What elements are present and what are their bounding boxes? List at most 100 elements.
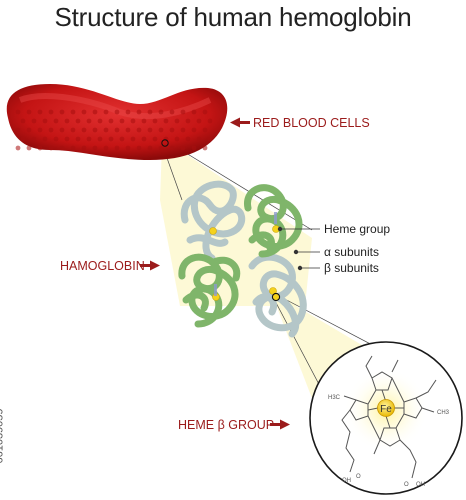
cell-texture-dot (59, 127, 65, 133)
cell-texture-dot (191, 127, 197, 133)
cell-texture-dot (53, 136, 59, 142)
cell-texture-dot (207, 118, 213, 124)
carboxyl-o-left: O (356, 474, 361, 480)
cell-texture-dot (169, 145, 175, 151)
cell-texture-dot (114, 145, 120, 151)
cell-texture-dot (103, 109, 109, 115)
cell-texture-dot (185, 118, 191, 124)
cell-texture-dot (15, 109, 21, 115)
label-red-blood-cells: RED BLOOD CELLS (253, 116, 370, 130)
cell-texture-dot (53, 118, 59, 124)
cell-texture-dot (81, 127, 87, 133)
iron-atom-label: Fe (380, 404, 392, 415)
carboxyl-o-right: O (404, 482, 409, 488)
heme-zoom-point (271, 292, 281, 302)
cell-texture-dot (125, 145, 131, 151)
heme-molecule-zoom: Fe H3C CH3 OH OH O O (309, 341, 463, 495)
cell-texture-dot (125, 127, 131, 133)
cell-texture-dot (70, 127, 76, 133)
cell-texture-dot (141, 136, 147, 142)
label-heme-beta-group: HEME β GROUP (178, 418, 275, 432)
cell-texture-dot (15, 145, 21, 151)
cell-texture-dot (147, 127, 153, 133)
arrow-heme-beta-group (270, 419, 290, 430)
cell-texture-dot (75, 118, 81, 124)
alpha-subunit-bottom-left (178, 253, 241, 328)
cell-texture-dot (92, 145, 98, 151)
cell-texture-dot (158, 127, 164, 133)
heme-markers (209, 225, 280, 301)
cell-texture-dot (37, 109, 43, 115)
cell-texture-dot (141, 118, 147, 124)
cell-texture-dot (180, 127, 186, 133)
cell-texture-dot (152, 136, 158, 142)
alpha-subunit-top-right (244, 184, 303, 258)
cell-texture-dot (207, 136, 213, 142)
cell-texture-dot (163, 118, 169, 124)
cell-texture-dot (75, 136, 81, 142)
cell-texture-dot (92, 127, 98, 133)
cell-texture-dot (81, 109, 87, 115)
cell-texture-dot (185, 136, 191, 142)
cell-texture-dot (114, 127, 120, 133)
cell-texture-dot (70, 145, 76, 151)
cell-texture-dot (31, 118, 37, 124)
cell-texture-dot (48, 109, 54, 115)
cell-texture-dot (147, 145, 153, 151)
cell-texture-dot (125, 109, 131, 115)
cell-texture-dot (31, 136, 37, 142)
cell-texture-dot (169, 109, 175, 115)
carboxyl-oh-left: OH (342, 478, 351, 484)
cell-texture-dot (70, 109, 76, 115)
hemoglobin-molecule (178, 180, 307, 338)
cell-texture-dot (42, 118, 48, 124)
beta-subunit-top-left (180, 180, 246, 262)
cell-texture-dot (59, 109, 65, 115)
cell-texture-dot (103, 127, 109, 133)
cell-texture-dot (86, 136, 92, 142)
cell-texture-dot (202, 145, 208, 151)
cell-texture-dot (20, 136, 26, 142)
cell-zoom-point (161, 139, 169, 147)
cell-texture-dot (26, 127, 32, 133)
cell-texture-dot (114, 109, 120, 115)
label-hemoglobin: HAMOGLOBIN (60, 259, 145, 273)
cell-texture-dot (119, 118, 125, 124)
cell-texture-dot (108, 136, 114, 142)
cell-texture-dot (174, 118, 180, 124)
red-blood-cell (6, 84, 228, 160)
cell-texture-dot (64, 118, 70, 124)
cell-texture-dot (147, 109, 153, 115)
cell-texture-dot (169, 127, 175, 133)
cell-texture-dot (196, 118, 202, 124)
cell-texture-dot (158, 109, 164, 115)
label-heme-group: Heme group (324, 222, 391, 236)
cell-texture-dot (97, 118, 103, 124)
cell-texture-dot (202, 109, 208, 115)
cell-texture-dot (108, 118, 114, 124)
cell-texture-dot (59, 145, 65, 151)
carboxyl-oh-right: OH (416, 482, 425, 488)
cell-texture-dot (86, 118, 92, 124)
cell-texture-dot (37, 145, 43, 151)
cell-texture-dot (48, 127, 54, 133)
cell-texture-dot (191, 109, 197, 115)
cell-texture-dot (136, 145, 142, 151)
methyl-label-left: H3C (328, 395, 341, 401)
cell-texture-dot (20, 118, 26, 124)
arrow-hemoglobin (140, 260, 160, 271)
cell-texture-dot (42, 136, 48, 142)
arrow-red-blood-cells (230, 117, 250, 128)
cell-texture-dot (180, 109, 186, 115)
stock-id: 661039059 (0, 408, 6, 464)
cell-texture-dot (37, 127, 43, 133)
cell-texture-dot (119, 136, 125, 142)
cell-texture-dot (81, 145, 87, 151)
cell-texture-dot (152, 118, 158, 124)
cell-texture-dot (130, 118, 136, 124)
cell-texture-dot (196, 136, 202, 142)
cell-texture-dot (136, 109, 142, 115)
cell-texture-dot (92, 109, 98, 115)
cell-texture-dot (180, 145, 186, 151)
